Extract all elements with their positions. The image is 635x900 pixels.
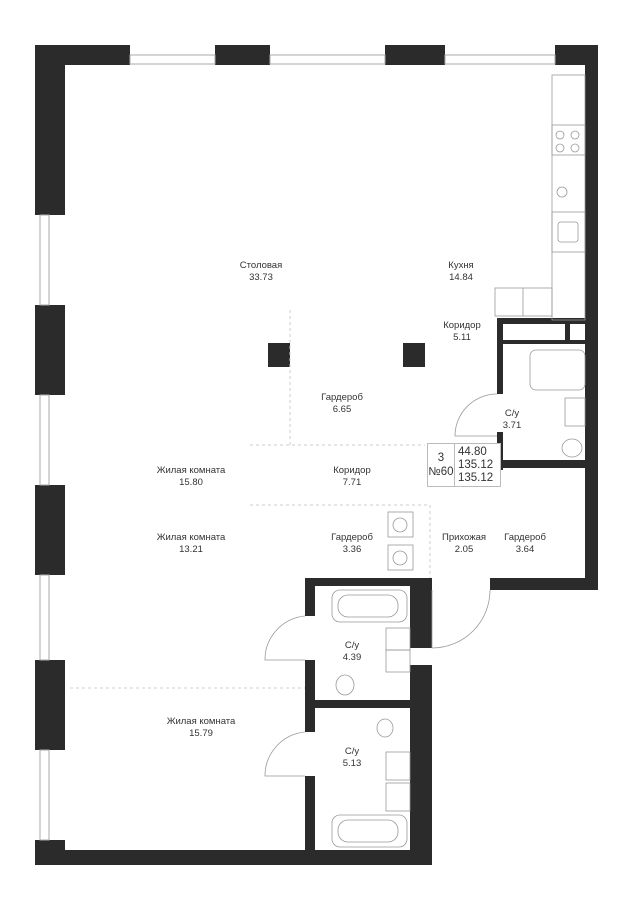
room-area: 15.80 xyxy=(179,477,203,488)
room-name: С/у xyxy=(344,640,360,651)
room-area: 5.13 xyxy=(342,758,362,769)
room-name: Кухня xyxy=(448,260,474,271)
room-area: 33.73 xyxy=(249,272,273,283)
room-area: 6.65 xyxy=(332,404,352,415)
apartment-areas: 44.80 135.12 135.12 xyxy=(455,444,500,486)
room-area: 2.05 xyxy=(454,544,474,555)
doors xyxy=(264,393,498,777)
total-area: 135.12 xyxy=(458,458,494,471)
room-area: 7.71 xyxy=(342,477,362,488)
room-name: Прихожая xyxy=(441,532,487,543)
apartment-info-box: 3 №60 44.80 135.12 135.12 xyxy=(427,443,501,487)
bath-fixtures xyxy=(331,349,586,848)
kitchen-fixtures xyxy=(494,74,586,321)
room-area: 4.39 xyxy=(342,652,362,663)
room-name: Жилая комната xyxy=(156,465,226,476)
rooms-count: 3 xyxy=(437,452,445,464)
room-name: С/у xyxy=(504,408,520,419)
room-name: С/у xyxy=(344,746,360,757)
room-area: 13.21 xyxy=(179,544,203,555)
room-area: 3.36 xyxy=(342,544,362,555)
windows xyxy=(39,54,556,841)
apartment-id: 3 №60 xyxy=(428,444,455,486)
zone-lines xyxy=(70,310,431,689)
room-name: Коридор xyxy=(443,320,481,331)
room-name: Жилая комната xyxy=(166,716,236,727)
room-area: 5.11 xyxy=(453,332,471,343)
room-area: 15.79 xyxy=(189,728,213,739)
room-area: 3.64 xyxy=(515,544,535,555)
room-name: Жилая комната xyxy=(156,532,226,543)
room-name: Коридор xyxy=(333,465,371,476)
room-name: Гардероб xyxy=(331,532,373,543)
room-name: Столовая xyxy=(239,260,283,271)
total-area-2: 135.12 xyxy=(458,471,494,484)
walls xyxy=(35,45,598,865)
room-name: Гардероб xyxy=(504,532,546,543)
room-area: 14.84 xyxy=(449,272,473,283)
apartment-number: №60 xyxy=(428,466,454,478)
living-area: 44.80 xyxy=(458,445,487,458)
room-area: 3.71 xyxy=(502,420,522,431)
room-name: Гардероб xyxy=(321,392,363,403)
